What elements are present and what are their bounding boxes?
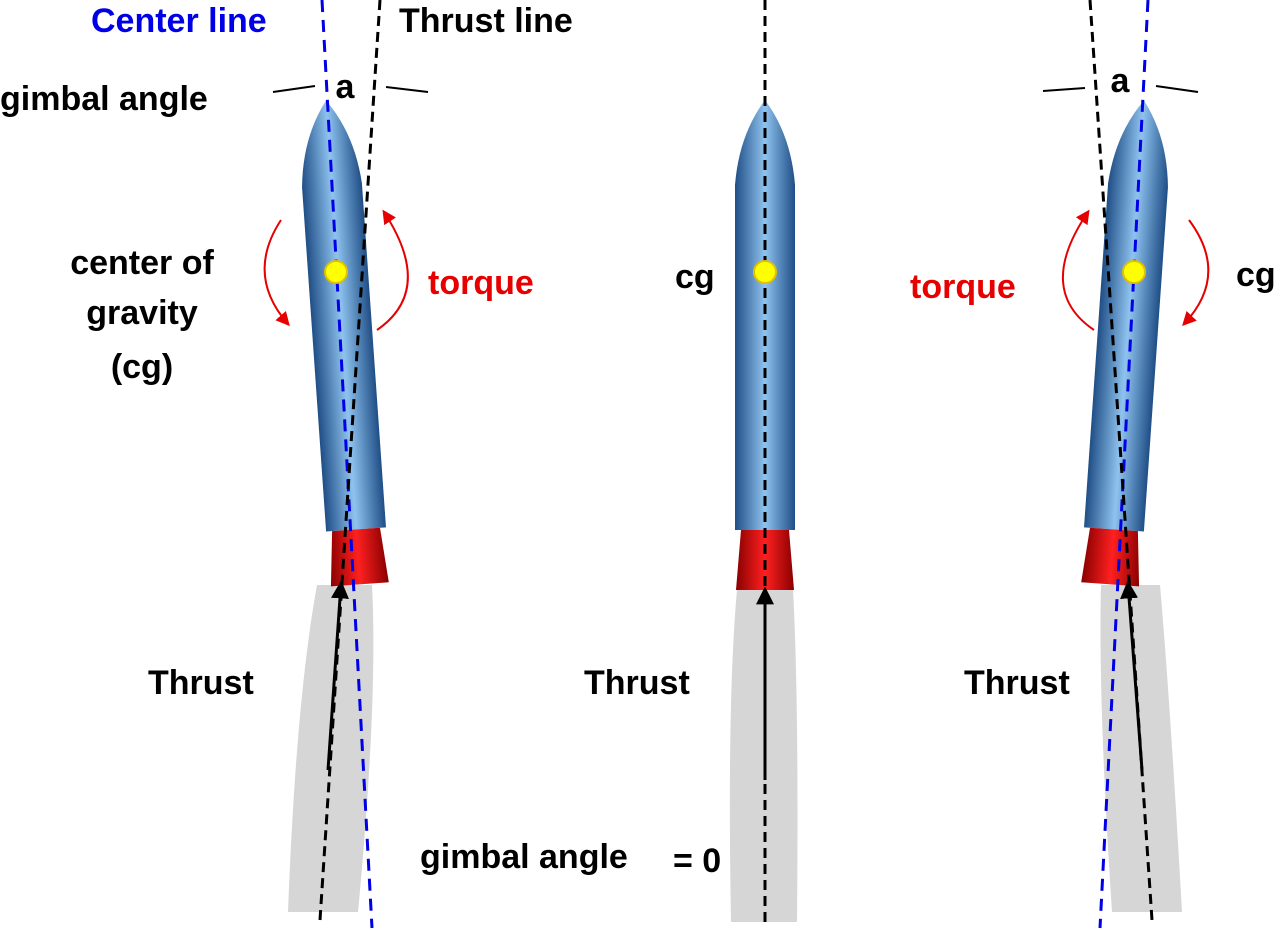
right-torque-label: torque [910, 268, 1016, 306]
left-gimbal-angle-label: gimbal angle [0, 80, 208, 118]
left-torque-arrow-ccw [263, 219, 290, 327]
middle-cg-label: cg [675, 258, 715, 296]
right-rocket-group: a torque cg Thrust [910, 0, 1276, 929]
right-angle-tick-right [1155, 85, 1199, 93]
left-cg-marker [324, 260, 348, 284]
middle-gimbal-value: = 0 [673, 842, 721, 880]
left-rocket [302, 100, 389, 587]
right-center-line [1098, 0, 1150, 929]
right-cg-marker [1122, 260, 1146, 284]
right-thrust-label: Thrust [964, 664, 1070, 702]
left-thrust-arrow [326, 580, 349, 771]
right-rocket-nozzle [1081, 527, 1140, 587]
thrust-line-label: Thrust line [399, 2, 573, 40]
left-center-line [320, 0, 374, 929]
right-torque-arrow-ccw [1061, 209, 1095, 331]
left-angle-tick-right [385, 86, 429, 93]
middle-thrust-label: Thrust [584, 664, 690, 702]
right-angle-tick-left [1042, 87, 1086, 92]
left-rocket-body [302, 100, 386, 532]
left-torque-arrow-cw [376, 209, 409, 331]
left-torque-label: torque [428, 264, 534, 302]
cg-label-line3: (cg) [111, 348, 173, 386]
cg-label-line1: center of [70, 244, 214, 282]
left-thrust-label: Thrust [148, 664, 254, 702]
right-torque-arrow-cw [1182, 219, 1210, 327]
middle-rocket-group: cg Thrust gimbal angle = 0 [420, 0, 798, 928]
center-line-label: Center line [91, 2, 267, 40]
right-rocket-body [1084, 100, 1168, 532]
middle-cg-marker [753, 260, 777, 284]
right-thrust-arrow [1120, 580, 1144, 771]
left-thrust-line [318, 0, 382, 921]
middle-gimbal-angle-label: gimbal angle [420, 838, 628, 876]
right-rocket [1081, 100, 1168, 587]
left-angle-symbol: a [336, 68, 356, 106]
middle-rocket-body [735, 100, 795, 530]
right-angle-symbol: a [1111, 62, 1131, 100]
left-angle-tick-left [272, 85, 316, 93]
left-rocket-nozzle [330, 527, 389, 587]
right-cg-label: cg [1236, 256, 1276, 294]
cg-label-line2: gravity [86, 294, 198, 332]
left-rocket-group: Center line Thrust line gimbal angle a c… [0, 0, 573, 929]
